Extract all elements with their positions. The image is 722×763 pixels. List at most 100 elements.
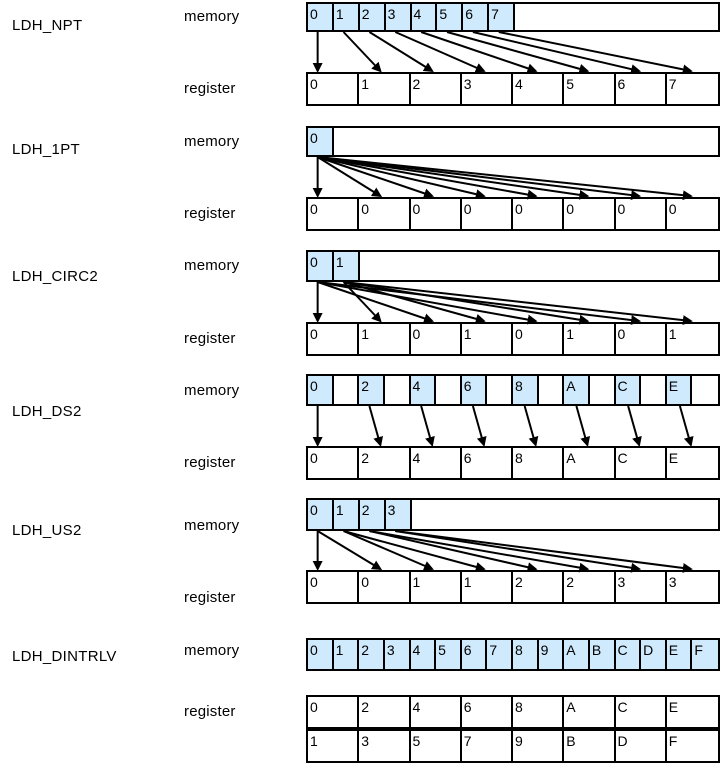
mapping-arrow — [498, 31, 693, 75]
mode-name-label: LDH_NPT — [12, 17, 83, 34]
mapping-arrow — [575, 405, 591, 447]
memory-cell: 6 — [461, 376, 488, 404]
register-cell: 3 — [462, 74, 513, 104]
register-cell: 3 — [359, 731, 411, 761]
mapping-arrow — [678, 405, 694, 447]
memory-cell: 0 — [308, 252, 334, 280]
memory-cell: 1 — [333, 252, 360, 280]
register-cell: 0 — [308, 697, 360, 727]
register-cell: 0 — [513, 324, 565, 354]
mapping-arrow — [342, 31, 382, 73]
register-cell: E — [668, 699, 679, 715]
memory-label: memory — [184, 642, 240, 659]
memory-cell: 8 — [513, 376, 539, 404]
memory-cell: F — [692, 640, 718, 669]
memory-cell: 7 — [487, 640, 513, 669]
memory-cell: A — [564, 376, 590, 404]
memory-cell: E — [666, 376, 693, 404]
register-cell: 0 — [411, 199, 462, 229]
memory-cell — [385, 376, 411, 404]
memory-cell: C — [615, 376, 642, 404]
register-cell: 4 — [411, 448, 462, 478]
memory-cell — [539, 376, 565, 404]
memory-cell: 0 — [308, 4, 334, 30]
memory-label: memory — [184, 517, 240, 534]
memory-label: memory — [184, 8, 240, 25]
mapping-arrow — [395, 530, 693, 573]
register-cell: 3 — [668, 574, 677, 590]
mapping-arrow — [368, 405, 384, 447]
register-cell: 6 — [462, 697, 513, 727]
register-cell: 0 — [308, 199, 360, 229]
mapping-arrow — [394, 31, 486, 73]
memory-cell: 2 — [359, 4, 386, 30]
register-cell: D — [616, 731, 667, 761]
memory-empty-space — [360, 252, 718, 280]
register-cell: 1 — [462, 324, 513, 354]
mapping-arrow — [369, 530, 590, 573]
memory-empty-space — [412, 500, 719, 529]
register-cell: A — [564, 697, 616, 727]
register-cell: 1 — [411, 572, 462, 602]
mode-name-label: LDH_DINTRLV — [12, 648, 117, 665]
register-cell: 8 — [513, 697, 565, 727]
register-cell: 2 — [359, 448, 411, 478]
mapping-arrow — [343, 281, 590, 325]
mode-name-label: LDH_US2 — [12, 522, 82, 539]
mapping-arrow — [317, 156, 642, 201]
memory-cell: 6 — [461, 640, 488, 669]
mapping-arrow — [317, 281, 538, 325]
register-cell: 0 — [616, 199, 667, 229]
memory-cell: 3 — [384, 640, 411, 669]
register-cell: F — [668, 733, 678, 749]
mapping-arrow — [317, 281, 642, 326]
mapping-arrow — [368, 31, 434, 73]
register-cell: A — [564, 448, 616, 478]
register-label: register — [184, 205, 236, 222]
register-label: register — [184, 454, 236, 471]
memory-cell: 0 — [308, 500, 334, 529]
register-cell: 1 — [668, 326, 677, 342]
memory-cell: B — [589, 640, 616, 669]
register-cell: 3 — [616, 572, 667, 602]
mapping-arrow — [471, 405, 487, 447]
memory-cell: 0 — [308, 640, 334, 669]
memory-cell: 7 — [489, 4, 515, 30]
register-cell: 8 — [513, 448, 565, 478]
register-cell: 1 — [462, 572, 513, 602]
mapping-arrow — [369, 530, 538, 573]
memory-cell: 2 — [359, 500, 386, 529]
memory-cell: 1 — [333, 4, 360, 30]
register-cell: 0 — [411, 324, 462, 354]
register-cell: 5 — [564, 74, 616, 104]
mapping-arrow — [343, 530, 486, 572]
register-label: register — [184, 80, 236, 97]
mapping-arrow — [317, 281, 435, 324]
memory-cell: 4 — [410, 376, 437, 404]
register-label: register — [184, 330, 236, 347]
mapping-arrow — [317, 156, 590, 200]
mapping-arrow — [317, 530, 383, 571]
register-cell: 2 — [564, 572, 616, 602]
register-cell: 0 — [308, 74, 360, 104]
register-cell: 6 — [616, 74, 667, 104]
memory-cell — [334, 376, 360, 404]
memory-cell — [590, 376, 616, 404]
register-cell: 0 — [668, 201, 677, 217]
register-cell: 1 — [359, 324, 411, 354]
mapping-arrow — [317, 156, 435, 199]
register-cell: 0 — [308, 448, 360, 478]
mode-name-label: LDH_DS2 — [12, 403, 82, 420]
memory-cell: 4 — [411, 4, 438, 30]
register-cell: 9 — [513, 731, 565, 761]
memory-label: memory — [184, 382, 240, 399]
memory-label: memory — [184, 133, 240, 150]
register-cell: 6 — [462, 448, 513, 478]
memory-cell: 0 — [308, 376, 334, 404]
memory-cell: 2 — [359, 640, 385, 669]
